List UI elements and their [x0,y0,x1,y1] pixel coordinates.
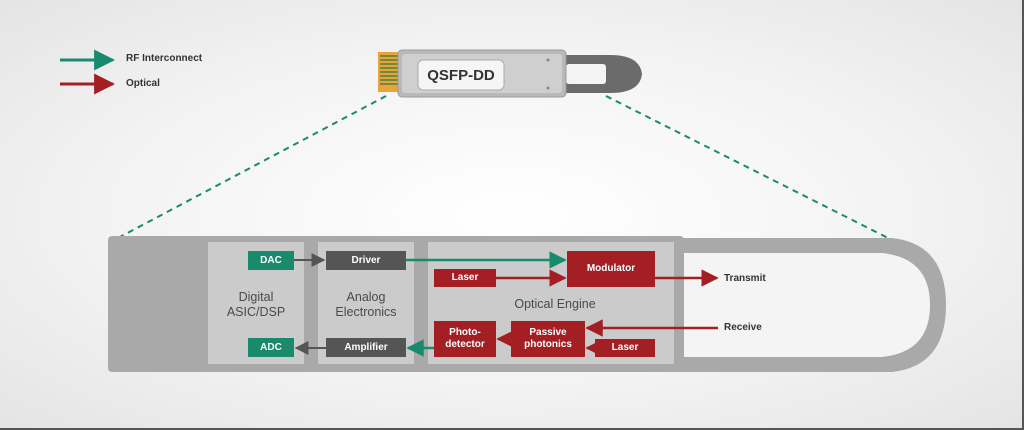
laser-tx-label: Laser [451,272,479,283]
laser-rx-block [595,339,655,357]
dac-label: DAC [260,254,282,266]
module-label-plate [417,59,505,91]
driver-label: Driver [351,254,381,266]
zoom-line-right [605,95,897,243]
digital-section-label: Digital ASIC/DSP [226,290,286,319]
photodetector-block [434,321,496,357]
modulator-block [567,251,655,287]
adc-label: ADC [260,341,282,353]
laser-tx-block [434,269,496,287]
modulator-label: Modulator [586,263,636,274]
driver-block [326,251,406,270]
qsfp-dd-module-illustration [378,49,642,98]
laser-rx-label: Laser [611,342,639,353]
amplifier-label: Amplifier [344,341,388,353]
legend-rf-label: RF Interconnect [126,53,203,64]
passive-photonics-block [511,321,585,357]
analog-section-label: Analog Electronics [335,290,397,319]
photodetector-label: Photo- detector [445,327,485,350]
amplifier-block [326,338,406,357]
module-name-label: QSFP-DD [427,66,495,84]
legend-optical-label: Optical [126,78,160,89]
adc-block [248,338,294,357]
receive-label: Receive [724,322,762,333]
transmit-label: Transmit [724,273,766,284]
zoom-line-left [117,95,387,239]
optical-section-label: Optical Engine [514,297,596,311]
dac-block [248,251,294,270]
passive-photonics-label: Passive photonics [524,327,572,350]
